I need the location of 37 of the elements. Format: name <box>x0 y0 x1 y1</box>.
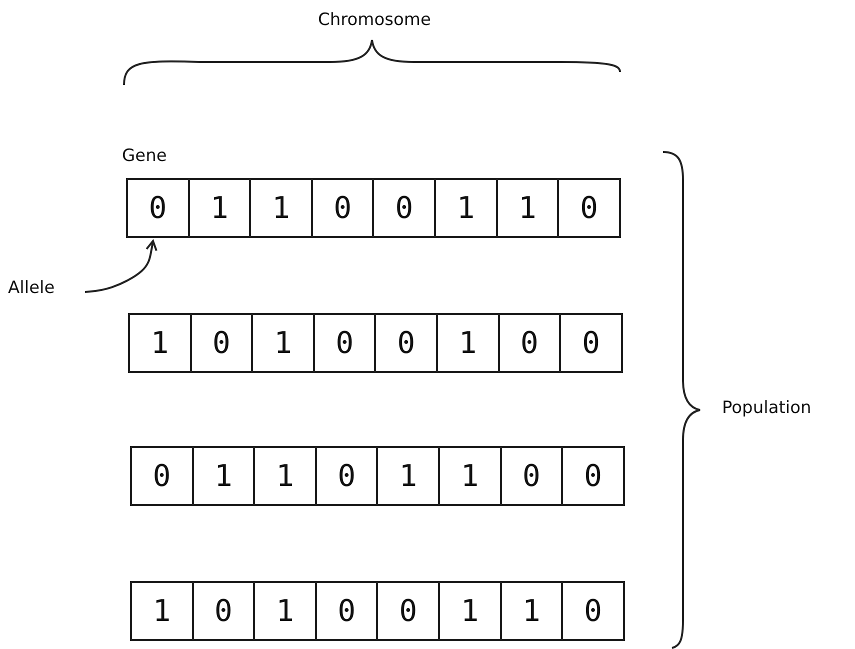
gene-cell: 0 <box>561 446 625 506</box>
gene-cell: 1 <box>496 178 560 238</box>
gene-cell: 0 <box>314 581 378 641</box>
gene-cell: 0 <box>192 581 256 641</box>
gene-cell: 0 <box>312 313 376 373</box>
gene-cell: 0 <box>310 178 374 238</box>
gene-cell: 1 <box>436 313 500 373</box>
gene-cell: 1 <box>376 446 440 506</box>
gene-cell: 0 <box>559 313 623 373</box>
allele-label: Allele <box>8 278 55 298</box>
population-label: Population <box>722 398 812 418</box>
gene-cell: 1 <box>188 178 252 238</box>
gene-cell: 0 <box>498 313 562 373</box>
gene-cell: 0 <box>126 178 190 238</box>
gene-cell: 0 <box>314 446 378 506</box>
gene-cell: 1 <box>438 446 502 506</box>
gene-cell: 0 <box>376 581 440 641</box>
gene-cell: 0 <box>561 581 625 641</box>
gene-cell: 1 <box>253 446 317 506</box>
gene-cell: 0 <box>500 446 564 506</box>
gene-cell: 0 <box>372 178 436 238</box>
gene-cell: 1 <box>500 581 564 641</box>
gene-cell: 1 <box>192 446 256 506</box>
gene-cell: 1 <box>438 581 502 641</box>
gene-cell: 0 <box>130 446 194 506</box>
gene-cell: 0 <box>374 313 438 373</box>
gene-cell: 1 <box>249 178 313 238</box>
gene-label: Gene <box>122 146 167 166</box>
gene-cell: 1 <box>434 178 498 238</box>
gene-cell: 1 <box>128 313 192 373</box>
gene-cell: 1 <box>130 581 194 641</box>
gene-cell: 0 <box>557 178 621 238</box>
gene-cell: 1 <box>253 581 317 641</box>
chromosome-label: Chromosome <box>318 10 431 30</box>
gene-cell: 0 <box>190 313 254 373</box>
curved-arrow <box>84 240 158 293</box>
gene-cell: 1 <box>251 313 315 373</box>
